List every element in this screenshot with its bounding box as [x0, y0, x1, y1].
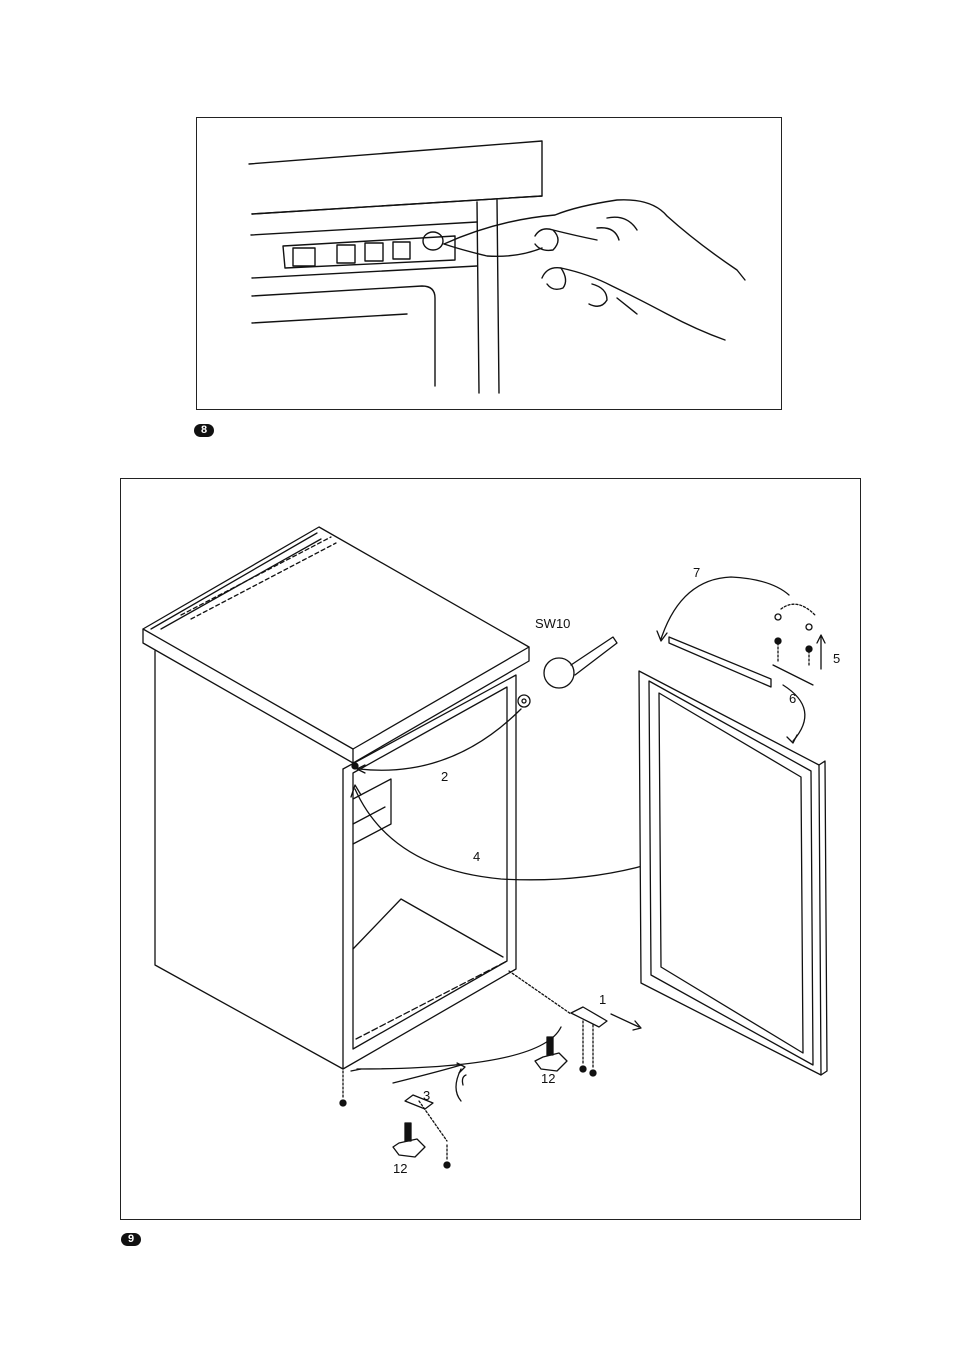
door-reversal-diagram — [121, 479, 862, 1221]
label-step-6: 6 — [789, 691, 796, 706]
label-step-1: 1 — [599, 992, 606, 1007]
label-step-2: 2 — [441, 769, 448, 784]
label-foot-right: 12 — [541, 1071, 555, 1086]
label-sw10: SW10 — [535, 616, 570, 631]
figure-number-badge: 9 — [121, 1233, 141, 1246]
label-step-5: 5 — [833, 651, 840, 666]
control-panel-illustration — [197, 118, 783, 411]
label-step-7: 7 — [693, 565, 700, 580]
label-step-4: 4 — [473, 849, 480, 864]
figure-9-frame: SW10 1 2 3 4 5 6 7 12 12 — [120, 478, 861, 1220]
label-step-3: 3 — [423, 1088, 430, 1103]
label-foot-left: 12 — [393, 1161, 407, 1176]
figure-number-badge: 8 — [194, 424, 214, 437]
figure-8-frame — [196, 117, 782, 410]
